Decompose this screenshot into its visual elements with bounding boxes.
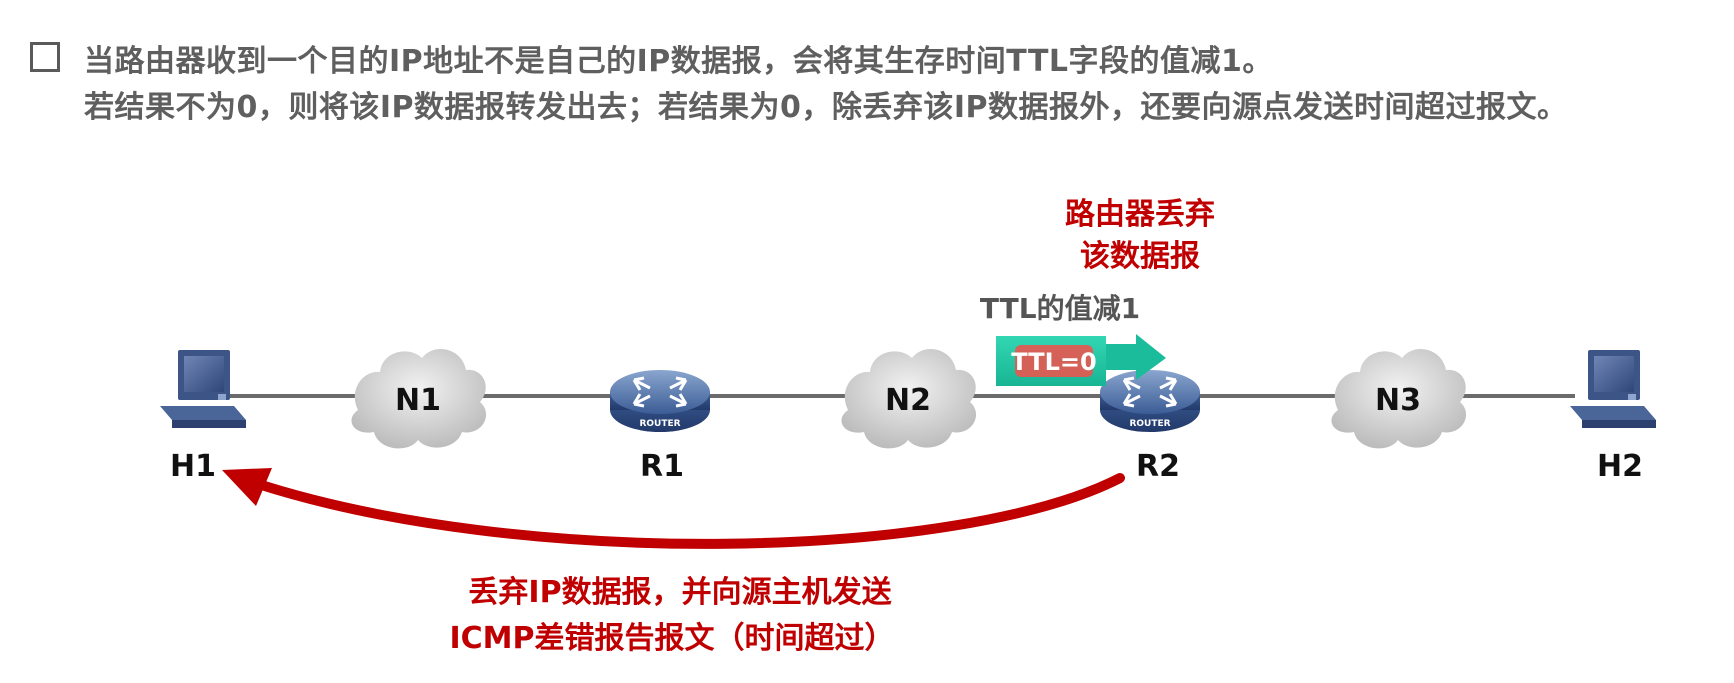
node-label-r1: R1	[640, 449, 684, 484]
node-label-n2: N2	[885, 383, 931, 418]
node-label-h2: H2	[1597, 449, 1643, 484]
header-line-2: 若结果不为0，则将该IP数据报转发出去；若结果为0，除丢弃该IP数据报外，还要向…	[84, 90, 1568, 125]
router-badge-r1: ROUTER	[639, 419, 680, 429]
cloud-icon	[351, 348, 487, 449]
ttl-box-label: TTL=0	[1011, 348, 1096, 376]
discard-label-line-2: 该数据报	[1080, 239, 1200, 274]
discard-label-line-1: 路由器丢弃	[1065, 197, 1215, 232]
icmp-return-arrow	[247, 473, 1125, 549]
node-label-h1: H1	[170, 449, 216, 484]
node-label-r2: R2	[1136, 449, 1180, 484]
node-label-n1: N1	[395, 383, 441, 418]
router-badge-r2: ROUTER	[1129, 419, 1170, 429]
node-label-n3: N3	[1375, 383, 1421, 418]
computer-icon	[1570, 350, 1656, 428]
icmp-label-line-2: ICMP差错报告报文（时间超过）	[449, 621, 894, 656]
router-icon: ROUTER	[610, 370, 710, 432]
header-line-1: 当路由器收到一个目的IP地址不是自己的IP数据报，会将其生存时间TTL字段的值减…	[84, 44, 1273, 79]
ttl-decrement-label: TTL的值减1	[980, 292, 1140, 325]
icmp-label-line-1: 丢弃IP数据报，并向源主机发送	[468, 575, 891, 610]
bullet-checkbox	[30, 42, 60, 72]
icmp-arrow-head	[222, 468, 272, 506]
cloud-icon	[841, 348, 977, 449]
router-icon: ROUTER	[1100, 370, 1200, 432]
cloud-icon	[1331, 348, 1467, 449]
ttl-packet: TTL=0	[996, 334, 1166, 386]
computer-icon	[160, 350, 246, 428]
